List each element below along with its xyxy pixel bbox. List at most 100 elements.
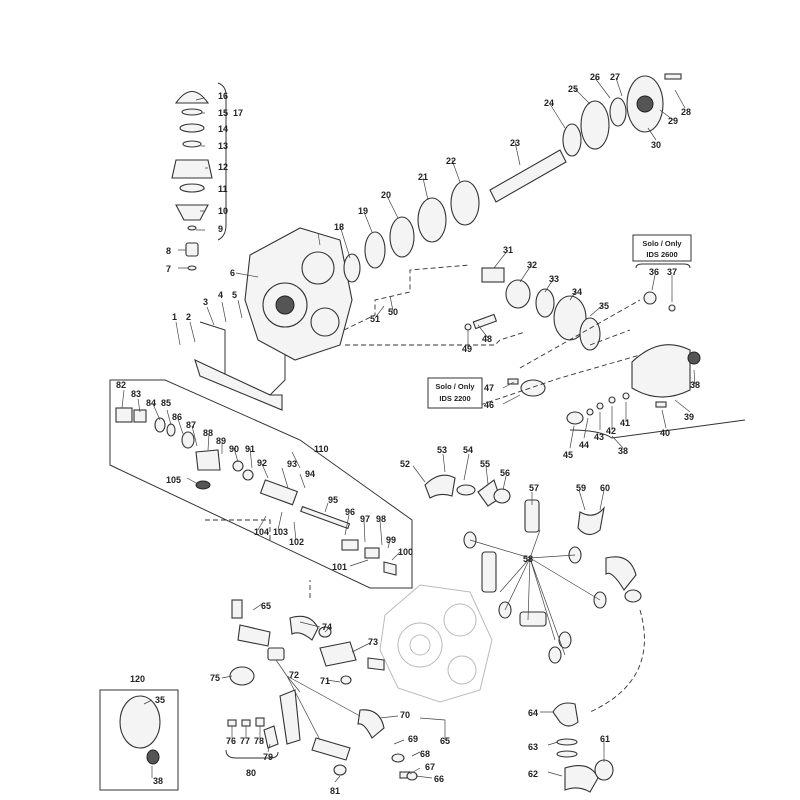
callout-98: 98: [376, 514, 386, 524]
callout-42: 42: [606, 426, 616, 436]
callout-71: 71: [320, 676, 330, 686]
callout-numbers: 16 15 17 14 13 12 11 10 9 8 7 6 5 4 3 2 …: [116, 72, 700, 796]
callout-84: 84: [146, 398, 156, 408]
faded-pump-housing: [379, 584, 493, 703]
callout-35: 35: [599, 301, 609, 311]
callout-35-kit: 35: [155, 695, 165, 705]
callout-95: 95: [328, 495, 338, 505]
callout-26: 26: [590, 72, 600, 82]
callout-6: 6: [230, 268, 235, 278]
callout-85: 85: [161, 398, 171, 408]
ids2200-label-line1: Solo / Only: [435, 382, 475, 391]
inlet-piping-parts: [225, 599, 418, 781]
callout-92: 92: [257, 458, 267, 468]
callout-52: 52: [400, 459, 410, 469]
callout-62: 62: [528, 769, 538, 779]
callout-74: 74: [322, 622, 332, 632]
ids2200-label-box: Solo / Only IDS 2200: [427, 377, 483, 409]
callout-4: 4: [218, 290, 223, 300]
callout-102: 102: [289, 537, 304, 547]
ids2600-label-line1: Solo / Only: [642, 239, 682, 248]
callout-25: 25: [568, 84, 578, 94]
callout-21: 21: [418, 172, 428, 182]
callout-19: 19: [358, 206, 368, 216]
callout-87: 87: [186, 420, 196, 430]
callout-9: 9: [218, 224, 223, 234]
callout-23: 23: [510, 138, 520, 148]
callout-103: 103: [273, 527, 288, 537]
callout-50: 50: [388, 307, 398, 317]
callout-28: 28: [681, 107, 691, 117]
spare-kit-inset: [99, 689, 179, 791]
callout-38-cover: 38: [690, 380, 700, 390]
callout-81: 81: [330, 786, 340, 796]
callout-27: 27: [610, 72, 620, 82]
callout-66: 66: [434, 774, 444, 784]
cover-plate-parts: [507, 291, 746, 439]
pump-housing: [194, 227, 353, 411]
callout-16: 16: [218, 91, 228, 101]
callout-51: 51: [370, 314, 380, 324]
valve-stack-parts: [171, 82, 227, 271]
callout-89: 89: [216, 436, 226, 446]
callout-97: 97: [360, 514, 370, 524]
callout-83: 83: [131, 389, 141, 399]
callout-68: 68: [420, 749, 430, 759]
callout-59: 59: [576, 483, 586, 493]
callout-15: 15: [218, 108, 228, 118]
callout-31: 31: [503, 245, 513, 255]
callout-leader-lines: [121, 77, 696, 783]
ids2600-label-line2: IDS 2600: [646, 250, 677, 259]
callout-54: 54: [463, 445, 473, 455]
callout-39: 39: [684, 412, 694, 422]
assembly-connection-lines: [205, 264, 645, 713]
callout-10: 10: [218, 206, 228, 216]
manifold-fittings-parts: [424, 474, 642, 664]
callout-44: 44: [579, 440, 589, 450]
callout-100: 100: [398, 547, 413, 557]
callout-70: 70: [400, 710, 410, 720]
callout-110: 110: [314, 444, 329, 454]
callout-11: 11: [218, 184, 228, 194]
callout-93: 93: [287, 459, 297, 469]
ids2600-label-box: Solo / Only IDS 2600: [632, 234, 692, 269]
callout-34: 34: [572, 287, 582, 297]
callout-49: 49: [462, 344, 472, 354]
callout-73: 73: [368, 637, 378, 647]
callout-14: 14: [218, 124, 228, 134]
callout-96: 96: [345, 507, 355, 517]
callout-3: 3: [203, 297, 208, 307]
callout-72: 72: [289, 670, 299, 680]
callout-75: 75: [210, 673, 220, 683]
callout-78: 78: [254, 736, 264, 746]
callout-55: 55: [480, 459, 490, 469]
callout-2: 2: [186, 312, 191, 322]
callout-36: 36: [649, 267, 659, 277]
callout-38-kit: 38: [618, 446, 628, 456]
callout-29: 29: [668, 116, 678, 126]
suction-hose-parts: [552, 702, 614, 793]
callout-1: 1: [172, 312, 177, 322]
callout-90: 90: [229, 444, 239, 454]
callout-17: 17: [233, 108, 243, 118]
callout-88: 88: [203, 428, 213, 438]
callout-12: 12: [218, 162, 228, 172]
callout-105: 105: [166, 475, 181, 485]
callout-64: 64: [528, 708, 538, 718]
callout-57: 57: [529, 483, 539, 493]
callout-76: 76: [226, 736, 236, 746]
callout-24: 24: [544, 98, 554, 108]
drive-shaft-parts: [343, 73, 682, 283]
callout-48: 48: [482, 334, 492, 344]
callout-46: 46: [484, 400, 494, 410]
callout-65-bottom: 65: [440, 736, 450, 746]
callout-38-inset: 38: [153, 776, 163, 786]
callout-67: 67: [425, 762, 435, 772]
callout-104: 104: [254, 527, 269, 537]
regulator-assembly-parts: [109, 379, 413, 589]
callout-61: 61: [600, 734, 610, 744]
callout-94: 94: [305, 469, 315, 479]
callout-13: 13: [218, 141, 228, 151]
callout-40: 40: [660, 428, 670, 438]
callout-77: 77: [240, 736, 250, 746]
